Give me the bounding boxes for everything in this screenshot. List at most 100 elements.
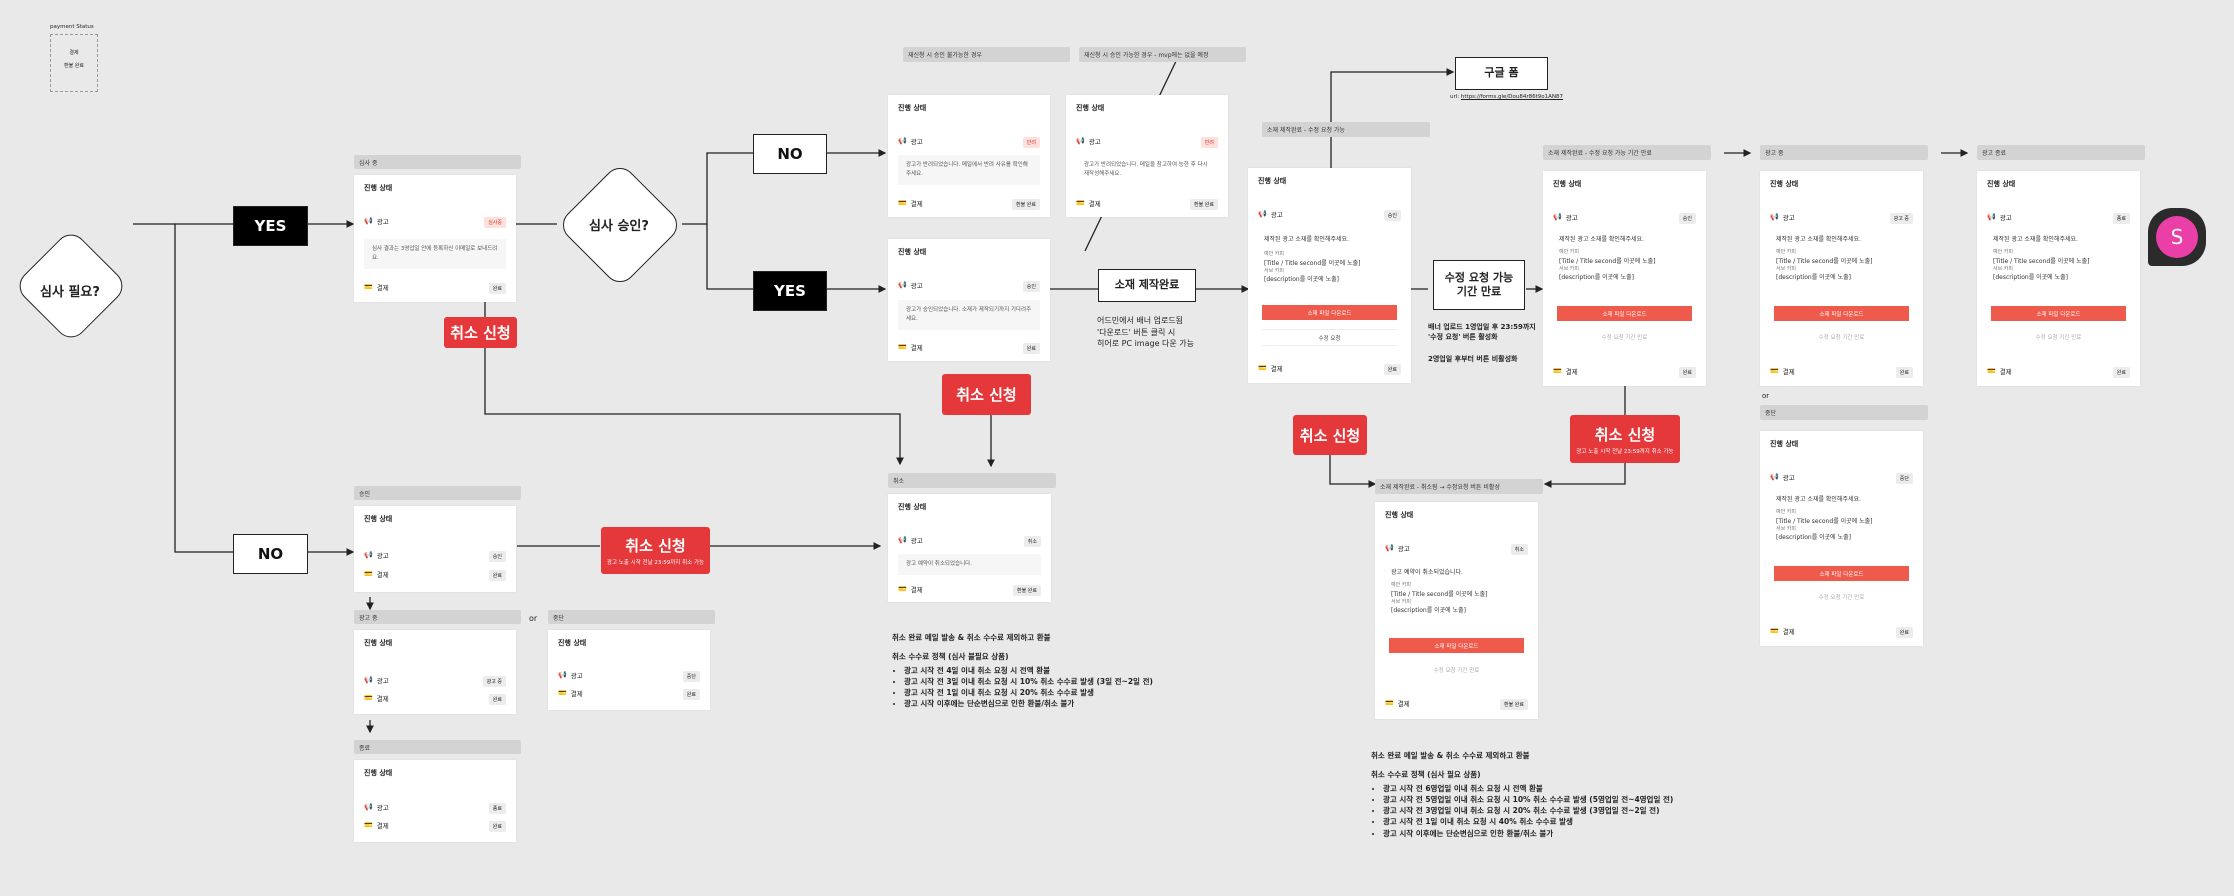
ad-label: 광고 — [1999, 214, 2012, 222]
preview-fields: 예안 카피 [Title / Title second를 이곳에 노출] 서브 … — [1776, 509, 1872, 542]
pay-row: 💳결제 — [1770, 626, 1795, 636]
pay-label: 결제 — [376, 695, 389, 703]
payment-status-box: 결제 환불 완료 — [50, 34, 98, 92]
avatar[interactable]: S — [2156, 216, 2198, 258]
download-button[interactable]: 소재 파일 다운로드 — [1774, 566, 1909, 581]
download-button[interactable]: 소재 파일 다운로드 — [1389, 638, 1524, 653]
card-icon: 💳 — [1770, 627, 1779, 635]
or-label: or — [529, 614, 538, 623]
preview-title-value: [Title / Title second를 이곳에 노출] — [1993, 257, 2090, 265]
card-material-editable: 진행 상태 📢광고 승인 제작된 광고 소재를 확인해주세요. 예안 카피 [T… — [1248, 168, 1411, 383]
card-approved-material: 진행 상태 📢광고 승인 광고가 승인되었습니다. 소재가 제작되기까지 기다려… — [888, 239, 1050, 361]
card-icon: 💳 — [364, 694, 373, 702]
edit-request-button[interactable]: 수정 요청 — [1262, 329, 1397, 346]
card-status-title: 진행 상태 — [898, 248, 927, 256]
section-title-reapply-approvable: 재신청 시 승인 가능한 경우 - mvp에는 없을 예정 — [1079, 47, 1246, 62]
ad-label: 광고 — [1397, 545, 1410, 553]
section-title-paused-2: 중단 — [1760, 405, 1928, 420]
card-status-title: 진행 상태 — [898, 104, 927, 112]
pay-row: 💳결제 — [364, 820, 389, 830]
section-title-paused: 중단 — [548, 610, 715, 624]
card-icon: 💳 — [364, 283, 373, 291]
pay-label: 결제 — [376, 284, 389, 292]
download-button[interactable]: 소재 파일 다운로드 — [1774, 306, 1909, 321]
payment-status-item-paid: 결제 — [69, 50, 79, 56]
pay-label: 결제 — [1270, 365, 1283, 373]
download-button[interactable]: 소재 파일 다운로드 — [1991, 306, 2126, 321]
megaphone-icon: 📢 — [364, 803, 373, 811]
policy-subheading: 취소 수수료 정책 (심사 필요 상품) — [1371, 770, 1481, 780]
card-status-title: 진행 상태 — [558, 639, 587, 647]
ad-row: 📢광고 — [1385, 543, 1410, 553]
download-button[interactable]: 소재 파일 다운로드 — [1262, 305, 1397, 320]
card-status-title: 진행 상태 — [1385, 511, 1414, 519]
reserve-cancelled-text: 광고 예약이 취소되었습니다. — [1391, 569, 1463, 576]
status-badge-done: 완료 — [1895, 627, 1913, 638]
cancel-request-label: 취소 신청 — [1299, 426, 1361, 445]
preview-desc-label: 서브 카피 — [1264, 267, 1284, 274]
card-note: 광고 예약이 취소되었습니다. — [898, 554, 1041, 575]
pay-row: 💳결제 — [1076, 198, 1101, 208]
preview-title-label: 예안 카피 — [1264, 251, 1284, 257]
card-note: 광고가 승인되었습니다. 소재가 제작되기까지 기다려주세요. — [898, 300, 1040, 330]
pay-label: 결제 — [1999, 368, 2012, 376]
ad-label: 광고 — [376, 218, 389, 226]
card-icon: 💳 — [898, 585, 907, 593]
material-done-line: '다운로드' 버튼 클릭 시 — [1097, 327, 1176, 337]
status-badge-done: 완료 — [488, 821, 506, 832]
google-form-url[interactable]: https://forms.gle/Dou84r86t9o1AN87 — [1460, 94, 1564, 100]
yes-pill-review: YES — [233, 206, 308, 246]
ad-row: 📢광고 — [898, 280, 923, 290]
section-title-reapply-not-approvable: 재신청 시 승인 불가능한 경우 — [903, 47, 1070, 62]
ad-label: 광고 — [1270, 211, 1283, 219]
card-icon: 💳 — [1770, 367, 1779, 375]
status-badge-done: 완료 — [488, 283, 506, 294]
card-status-title: 진행 상태 — [1770, 440, 1799, 448]
preview-desc-label: 서브 카피 — [1391, 598, 1411, 605]
status-badge-approved: 승인 — [488, 551, 506, 562]
ad-row: 📢광고 — [1987, 212, 2012, 222]
material-check-text: 제작된 광고 소재를 확인해주세요. — [1264, 236, 1349, 243]
preview-title-value: [Title / Title second를 이곳에 노출] — [1776, 517, 1873, 525]
edit-request-button-disabled: 수정 요청 기간 만료 — [1433, 667, 1480, 674]
status-badge-done: 완료 — [488, 694, 506, 705]
section-title-approved: 승인 — [354, 486, 521, 500]
pay-label: 결제 — [910, 586, 923, 594]
pay-label: 결제 — [570, 690, 583, 698]
preview-title-value: [Title / Title second를 이곳에 노출] — [1559, 257, 1656, 265]
pay-row: 💳결제 — [898, 584, 923, 594]
payment-status-item-refunded: 환불 완료 — [64, 63, 84, 69]
card-status-title: 진행 상태 — [1553, 180, 1582, 188]
cancel-request-material-editable[interactable]: 취소 신청 — [1293, 415, 1367, 455]
edit-period-desc: 배너 업로드 1영업일 후 23:59까지 '수정 요청' 버튼 활성화 2영업… — [1428, 322, 1578, 364]
pay-row: 💳결제 — [364, 693, 389, 703]
ad-row: 📢광고 — [898, 535, 923, 545]
pay-row: 💳결제 — [1770, 366, 1795, 376]
cancel-request-in-review[interactable]: 취소 신청 — [444, 317, 517, 348]
material-done-line: 어드민에서 배너 업로드됨 — [1097, 316, 1184, 325]
ad-row: 📢광고 — [364, 216, 389, 226]
card-status-title: 진행 상태 — [364, 769, 393, 777]
card-material-period-over: 진행 상태 📢광고 승인 제작된 광고 소재를 확인해주세요. 예안 카피 [T… — [1543, 171, 1706, 386]
card-icon: 💳 — [1553, 367, 1562, 375]
ad-row: 📢광고 — [364, 550, 389, 560]
preview-title-label: 예안 카피 — [1776, 249, 1796, 255]
card-icon: 💳 — [898, 343, 907, 351]
policy-item: 광고 시작 전 1일 이내 취소 요청 시 20% 취소 수수료 발생 — [904, 687, 1192, 698]
no-pill-review: NO — [233, 534, 308, 574]
status-badge-cancel: 취소 — [1510, 544, 1528, 555]
ad-row: 📢광고 — [364, 802, 389, 812]
section-title-ad-running: 광고 중 — [354, 610, 521, 624]
preview-desc-label: 서브 카피 — [1993, 265, 2013, 272]
material-check-text: 제작된 광고 소재를 확인해주세요. — [1559, 236, 1644, 243]
edit-period-over-button: 수정 요청 기간 만료 — [2035, 334, 2082, 341]
cancel-request-approved-material[interactable]: 취소 신청 — [942, 374, 1031, 415]
ad-label: 광고 — [376, 552, 389, 560]
material-done-box: 소재 제작완료 — [1098, 269, 1196, 302]
payment-status-legend: payment Status 결제 환불 완료 — [50, 24, 100, 94]
preview-fields: 예안 카피 [Title / Title second를 이곳에 노출] 서브 … — [1391, 582, 1487, 615]
pay-row: 💳결제 — [898, 342, 923, 352]
download-button[interactable]: 소재 파일 다운로드 — [1557, 306, 1692, 321]
